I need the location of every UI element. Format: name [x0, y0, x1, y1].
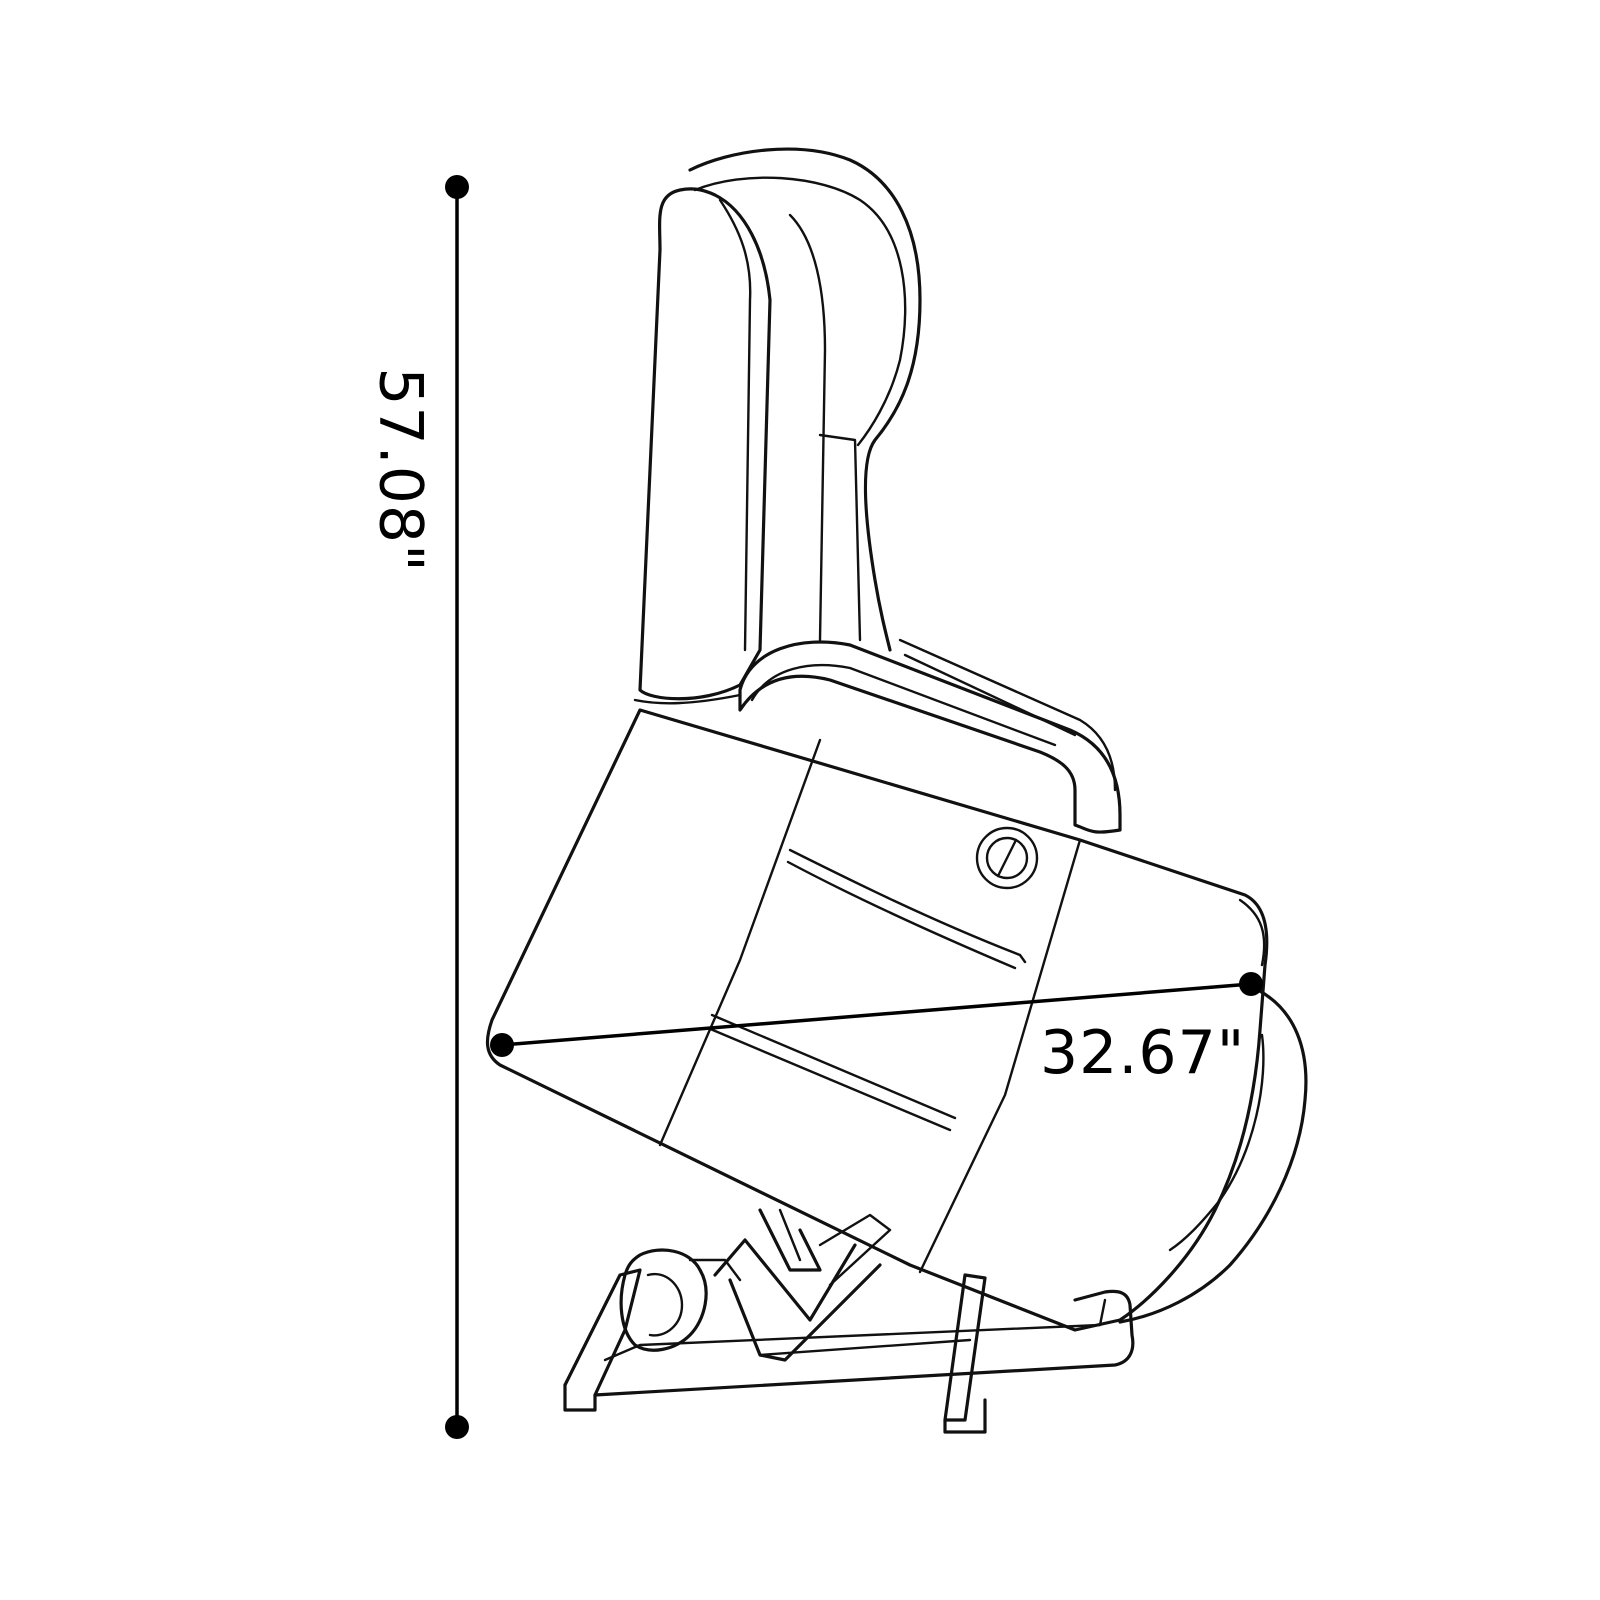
footrest-seam: [1238, 898, 1266, 967]
backrest-side-panel: [638, 187, 772, 701]
depth-left-endpoint: [490, 1033, 514, 1057]
height-dimension: 57.08": [365, 175, 469, 1439]
height-top-endpoint: [445, 175, 469, 199]
depth-label: 32.67": [1040, 1018, 1245, 1088]
base-inner: [603, 1298, 1107, 1362]
armrest-under-edge: [633, 693, 742, 705]
base-outer: [563, 1268, 1135, 1397]
height-label: 57.08": [365, 367, 435, 572]
base-front-foot: [563, 1383, 597, 1412]
base-rail: [758, 1338, 972, 1357]
lift-rear-post: [943, 1273, 987, 1422]
lift-arm-4: [818, 1213, 892, 1287]
back-cushion-outer: [688, 147, 922, 652]
height-bottom-endpoint: [445, 1415, 469, 1439]
backrest-lower-strap: [818, 433, 862, 642]
arm-back-strip-2: [903, 653, 1077, 737]
footrest-inner: [1168, 1033, 1265, 1252]
back-cushion-inner: [693, 176, 907, 447]
arm-back-strip: [898, 638, 1117, 792]
footrest-rounded: [1118, 988, 1308, 1324]
backrest-seam: [788, 213, 827, 642]
seat-cushion-curve-2: [786, 860, 1017, 970]
seat-lower-seam-2: [706, 1026, 952, 1132]
seat-front-panel-right: [918, 838, 1082, 1274]
power-button-icon: [975, 826, 1039, 890]
base-frame: [563, 1268, 1135, 1434]
seat-body: [485, 708, 1269, 1332]
armrest-pad: [738, 640, 1122, 834]
seat-front-panel-left: [658, 738, 822, 1147]
backrest-side-inner: [718, 198, 752, 652]
lift-mechanism: [619, 1208, 987, 1422]
lift-arm-3: [758, 1208, 822, 1272]
seat-cushion-curve: [788, 848, 1027, 964]
depth-dimension: 32.67": [490, 972, 1263, 1088]
lift-arm-1: [728, 1263, 882, 1362]
seat-lower-seam: [710, 1013, 957, 1120]
lift-arm-5: [778, 1208, 802, 1262]
armrest-pad-inner: [750, 663, 1057, 747]
base-rear-foot: [943, 1398, 987, 1434]
depth-right-endpoint: [1239, 972, 1263, 996]
chair-outline: [485, 147, 1308, 1434]
